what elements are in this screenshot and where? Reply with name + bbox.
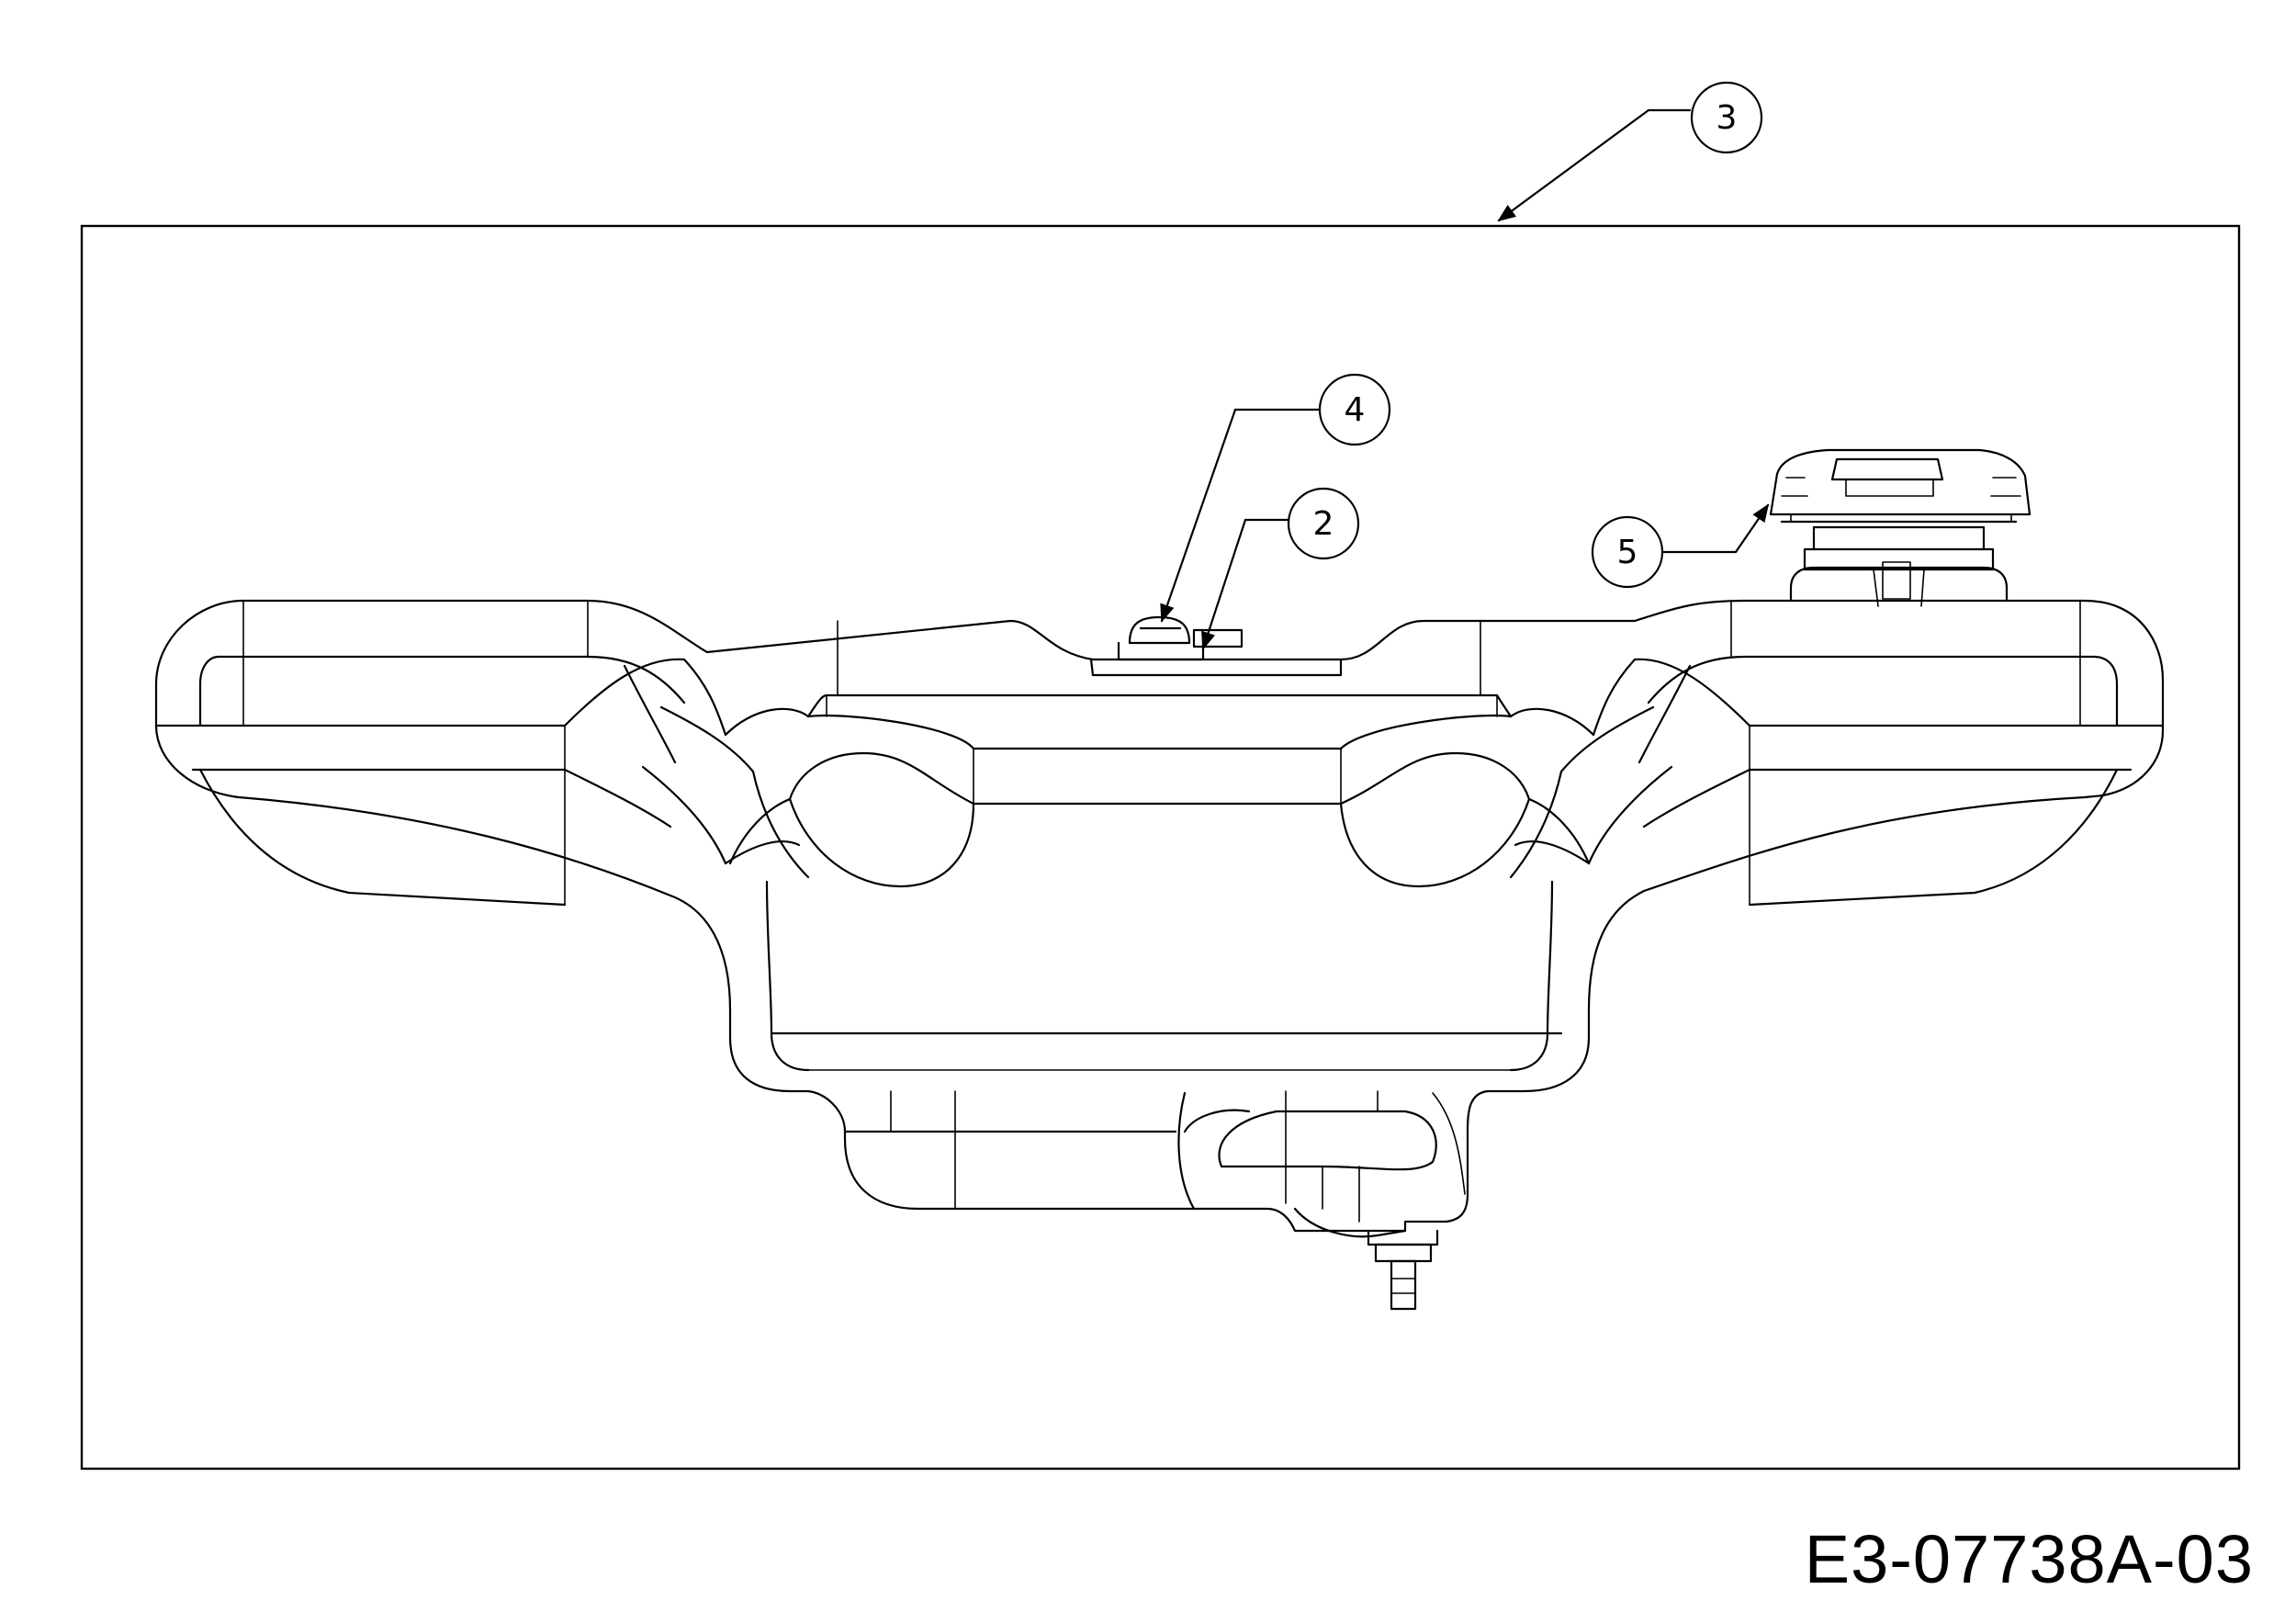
callout-2-label: 2 [1313,505,1334,543]
callout-3: 3 [1497,81,1763,222]
callout-5-circle [1591,515,1664,589]
callout-2-circle [1287,487,1360,560]
callout-4: 4 [1160,373,1391,623]
callout-4-label: 4 [1345,391,1366,429]
callout-5-label: 5 [1617,534,1638,571]
assembly-frame [80,224,2241,1471]
fuel-cap [1769,448,2032,607]
drawing-number: E3-07738A-03 [1804,1521,2254,1597]
vent-fitting [1117,615,1244,661]
fuel-tank [154,599,2165,1238]
outlet-fitting [1367,1229,1439,1311]
callout-3-label: 3 [1716,99,1738,137]
callout-4-circle [1318,373,1391,446]
callout-2: 2 [1201,487,1360,650]
callout-3-circle [1690,81,1763,154]
callout-5: 5 [1591,503,1770,589]
